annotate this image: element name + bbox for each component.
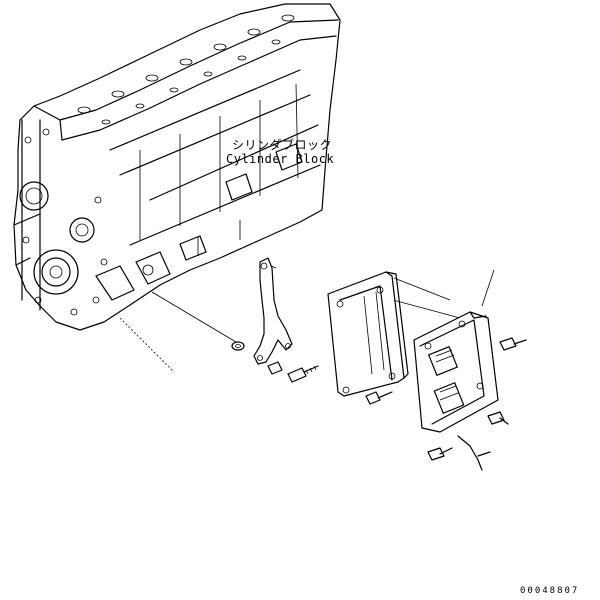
plate-bolt bbox=[365, 391, 393, 405]
mounting-plate bbox=[327, 271, 409, 397]
controller-bolts bbox=[427, 337, 527, 461]
engine-controller bbox=[413, 311, 499, 433]
ground-wire bbox=[457, 435, 491, 471]
mounting-bolt bbox=[267, 361, 319, 383]
cylinder-block-label-en: Cylinder Block bbox=[226, 152, 335, 166]
wiring-bracket bbox=[253, 257, 293, 365]
cylinder-block-label-jp: シリンダブロック bbox=[232, 138, 333, 152]
cylinder-block bbox=[13, 3, 341, 331]
part-number: 00048807 bbox=[520, 586, 580, 596]
washer bbox=[231, 341, 245, 351]
